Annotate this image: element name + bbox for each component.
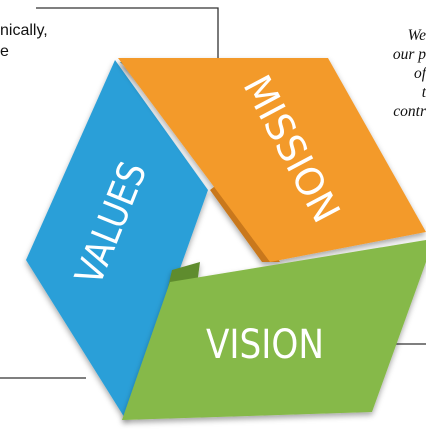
vision-label: VISION	[206, 322, 324, 368]
right-text-line-4: t	[421, 84, 426, 101]
mission-panel	[118, 58, 426, 262]
vision-panel	[122, 240, 426, 420]
right-text-line-3: of	[413, 65, 426, 82]
values-panel	[26, 60, 208, 420]
vision-segment	[122, 240, 426, 420]
left-text-line-1: nically,	[0, 22, 48, 39]
left-description-text: nically, e	[0, 20, 48, 62]
mission-segment	[118, 58, 426, 262]
right-description-text: We our p of t contr	[393, 26, 426, 121]
right-text-line-5: contr	[393, 103, 426, 120]
right-text-line-1: We	[407, 27, 426, 44]
right-text-line-2: our p	[392, 46, 426, 63]
left-text-line-2: e	[0, 43, 9, 60]
connector-line-top	[36, 7, 219, 76]
